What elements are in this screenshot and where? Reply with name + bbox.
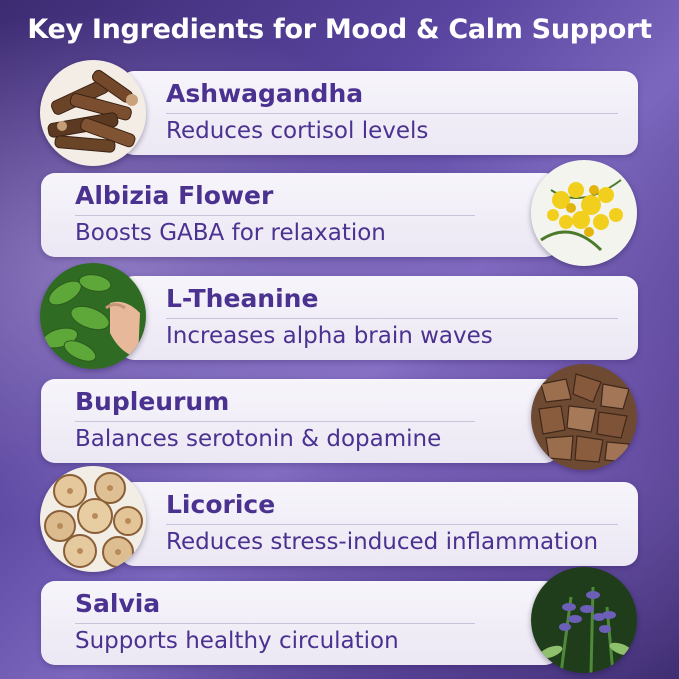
divider (75, 215, 475, 216)
divider (166, 318, 618, 319)
ingredient-name: Ashwagandha (166, 79, 364, 108)
ingredient-card-l-theanine: L-Theanine Increases alpha brain waves (120, 276, 638, 360)
ingredient-card-licorice: Licorice Reduces stress-induced inflamma… (120, 482, 638, 566)
ingredient-card-ashwagandha: Ashwagandha Reduces cortisol levels (120, 71, 638, 155)
ingredient-benefit: Balances serotonin & dopamine (75, 426, 442, 452)
bupleurum-root-icon (531, 364, 637, 470)
divider (75, 623, 475, 624)
page-title: Key Ingredients for Mood & Calm Support (27, 14, 652, 45)
ingredient-name: Salvia (75, 589, 161, 618)
ingredient-benefit: Reduces cortisol levels (166, 118, 429, 144)
ingredient-name: L-Theanine (166, 284, 319, 313)
ingredient-card-bupleurum: Bupleurum Balances serotonin & dopamine (41, 379, 559, 463)
ingredient-benefit: Increases alpha brain waves (166, 323, 493, 349)
licorice-slices-icon (40, 466, 146, 572)
ingredient-name: Licorice (166, 490, 276, 519)
ingredient-name: Bupleurum (75, 387, 230, 416)
ingredient-benefit: Reduces stress-induced inflammation (166, 529, 599, 555)
divider (166, 524, 618, 525)
ingredient-name: Albizia Flower (75, 181, 274, 210)
albizia-flower-icon (531, 160, 637, 266)
divider (75, 421, 475, 422)
ashwagandha-root-icon (40, 60, 146, 166)
divider (166, 113, 618, 114)
ingredient-card-albizia-flower: Albizia Flower Boosts GABA for relaxatio… (41, 173, 559, 257)
ingredient-benefit: Supports healthy circulation (75, 628, 399, 654)
salvia-flower-icon (531, 567, 637, 673)
ingredient-benefit: Boosts GABA for relaxation (75, 220, 386, 246)
ingredient-card-salvia: Salvia Supports healthy circulation (41, 581, 559, 665)
tea-leaves-icon (40, 263, 146, 369)
